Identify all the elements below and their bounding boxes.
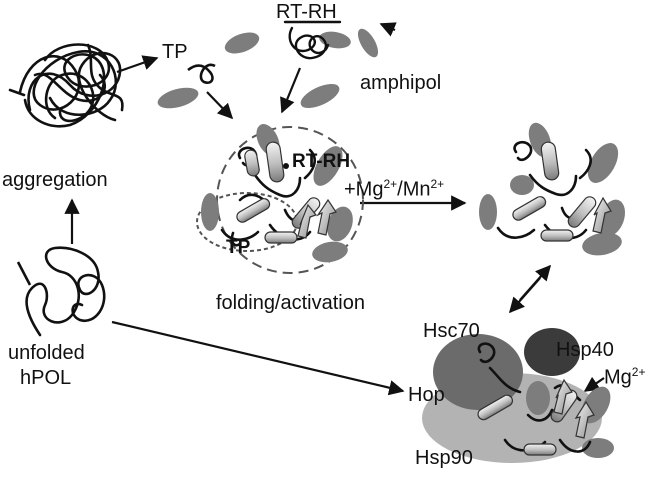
label-aggregation: aggregation: [2, 169, 108, 191]
label-hpol: hPOL: [20, 367, 72, 389]
label-metal-charge-2: 2+: [430, 177, 445, 191]
label-mg-ion: Mg2+: [604, 366, 645, 388]
label-mg-base: Mg: [604, 366, 632, 389]
unfolded-hpol-chain: [25, 246, 106, 337]
label-hsp40: Hsp40: [556, 339, 614, 361]
label-metal-sep: /Mn: [397, 178, 431, 201]
folding-complex-center: [196, 124, 364, 274]
label-metal-charge-1: 2+: [383, 177, 398, 191]
label-metal-ions: +Mg2+/Mn2+: [344, 178, 444, 200]
chaperone-complex: [422, 328, 614, 463]
label-mg-charge: 2+: [631, 365, 646, 379]
label-hsc70: Hsc70: [423, 320, 480, 342]
rt-rh-fragment-tangle: [283, 20, 342, 60]
label-tp-top: TP: [162, 41, 188, 63]
activated-complex: [479, 122, 626, 256]
label-metal-base: +Mg: [344, 178, 384, 201]
tp-fragment-squiggle: [187, 63, 216, 84]
label-amphipol: amphipol: [360, 72, 442, 94]
aggregation-tangle: [8, 43, 124, 128]
label-rt-rh-domain: RT-RH: [292, 151, 351, 172]
label-rt-rh-top: RT-RH: [276, 1, 337, 23]
label-unfolded: unfolded: [8, 342, 85, 364]
label-tp-domain: TP: [226, 237, 251, 258]
label-hsp90: Hsp90: [415, 447, 473, 469]
label-hop: Hop: [408, 384, 445, 406]
free-amphipols: [157, 28, 379, 109]
pathway-arrows: [64, 22, 605, 396]
unfolded-hpol-tail: [16, 261, 32, 286]
label-folding-activation: folding/activation: [216, 292, 365, 314]
